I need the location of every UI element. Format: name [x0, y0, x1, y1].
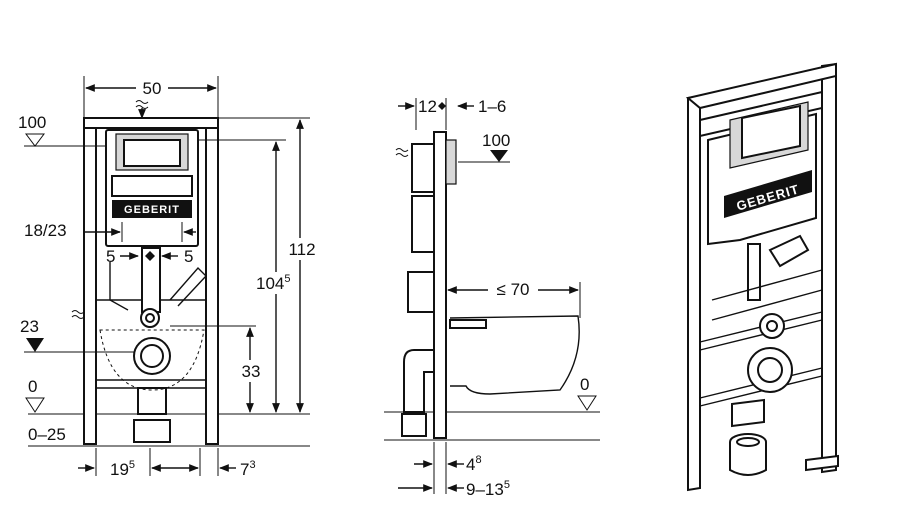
front-range-floor: 0–25 — [28, 425, 66, 444]
front-level-23: 23 — [20, 317, 39, 336]
front-view: 50 GEBERIT 100 — [18, 76, 322, 479]
front-foot-right: 73 — [240, 459, 256, 479]
front-level-0: 0 — [28, 377, 37, 396]
side-depth-top: 12 — [418, 97, 437, 116]
side-wall-range: 9–135 — [466, 479, 510, 499]
side-foot-depth: 48 — [466, 454, 482, 474]
front-level-100: 100 — [18, 113, 46, 132]
side-depth-range: 1–6 — [478, 97, 506, 116]
side-view: 12 1–6 100 ≤ 70 0 — [384, 97, 600, 499]
side-level-0: 0 — [580, 375, 589, 394]
front-brand-logo: GEBERIT — [124, 204, 180, 216]
front-gap-left: 5 — [106, 247, 115, 266]
iso-view: GEBERIT — [685, 62, 839, 492]
front-foot-left: 195 — [110, 459, 135, 479]
front-height-33: 33 — [242, 362, 261, 381]
front-level-18-23: 18/23 — [24, 221, 67, 240]
front-width-label: 50 — [143, 79, 162, 98]
front-gap-right: 5 — [184, 247, 193, 266]
side-level-100: 100 — [482, 131, 510, 150]
front-height-112: 112 — [288, 240, 315, 259]
front-height-104: 1045 — [256, 273, 291, 293]
side-bowl-projection: ≤ 70 — [497, 280, 530, 299]
